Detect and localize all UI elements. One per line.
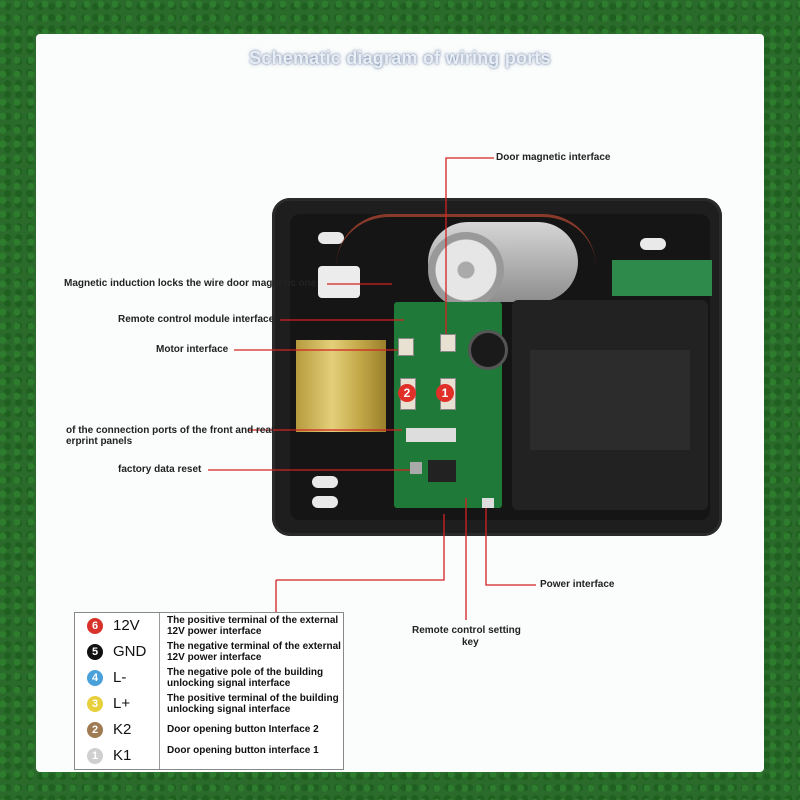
- spec-label: [530, 350, 690, 450]
- label-motor: Motor interface: [156, 344, 229, 355]
- legend-pin: L-: [113, 669, 127, 686]
- door-magnetic-port: [440, 334, 456, 352]
- red-wire: [336, 214, 596, 267]
- motor-port: [398, 338, 414, 356]
- label-front-rear-ports-2: erprint panels: [66, 436, 133, 447]
- legend-description: The positive terminal of the external 12…: [167, 615, 339, 637]
- marker-1: 1: [436, 384, 454, 402]
- legend-description: The negative terminal of the external 12…: [167, 641, 341, 663]
- diagram-title: Schematic diagram of wiring ports: [249, 48, 551, 68]
- legend-number-badge: 6: [87, 618, 103, 634]
- gear: [428, 232, 504, 308]
- label-magnetic-induction: Magnetic induction locks the wire door m…: [64, 278, 317, 289]
- label-remote-key: Remote control setting: [412, 625, 521, 636]
- legend-row: 3 L+ The positive terminal of the buildi…: [75, 691, 343, 717]
- knob: [468, 330, 508, 370]
- mount-slot: [640, 238, 666, 250]
- legend-pin: 12V: [113, 617, 140, 634]
- reset-button: [410, 462, 422, 474]
- legend-pin: K2: [113, 721, 132, 738]
- legend-pin: K1: [113, 747, 132, 764]
- legend-number-badge: 2: [87, 722, 103, 738]
- mount-slot: [318, 232, 344, 244]
- power-port: [482, 498, 494, 508]
- legend-number-badge: 1: [87, 748, 103, 764]
- legend-divider: [159, 613, 160, 769]
- legend-row: 6 12V The positive terminal of the exter…: [75, 613, 343, 639]
- remote-module: [612, 260, 712, 296]
- legend-number-badge: 3: [87, 696, 103, 712]
- mount-slot: [312, 496, 338, 508]
- label-front-rear-ports: of the connection ports of the front and…: [66, 425, 275, 436]
- legend-row: 2 K2 Door opening button Interface 2: [75, 717, 343, 743]
- connector-strip: [406, 428, 456, 442]
- chip: [428, 460, 456, 482]
- legend-pin: GND: [113, 643, 147, 660]
- label-factory-reset: factory data reset: [118, 464, 202, 475]
- label-power: Power interface: [540, 579, 615, 590]
- legend-description: The positive terminal of the building un…: [167, 693, 339, 715]
- label-remote-module: Remote control module interface: [118, 314, 275, 325]
- legend-description: Door opening button interface 1: [167, 745, 319, 756]
- legend-description: Door opening button Interface 2: [167, 724, 319, 735]
- legend-number-badge: 5: [87, 644, 103, 660]
- label-remote-key-2: key: [462, 637, 479, 648]
- mount-slot: [312, 476, 338, 488]
- legend-description: The negative pole of the building unlock…: [167, 667, 324, 689]
- pin-legend: 6 12V The positive terminal of the exter…: [74, 612, 344, 770]
- legend-row: 1 K1 Door opening button interface 1: [75, 743, 343, 769]
- solenoid-coil: [296, 340, 386, 432]
- marker-2: 2: [398, 384, 416, 402]
- label-door-magnetic: Door magnetic interface: [496, 152, 611, 163]
- legend-row: 4 L- The negative pole of the building u…: [75, 665, 343, 691]
- legend-row: 5 GND The negative terminal of the exter…: [75, 639, 343, 665]
- legend-number-badge: 4: [87, 670, 103, 686]
- legend-pin: L+: [113, 695, 131, 712]
- magnet-sensor: [318, 266, 360, 298]
